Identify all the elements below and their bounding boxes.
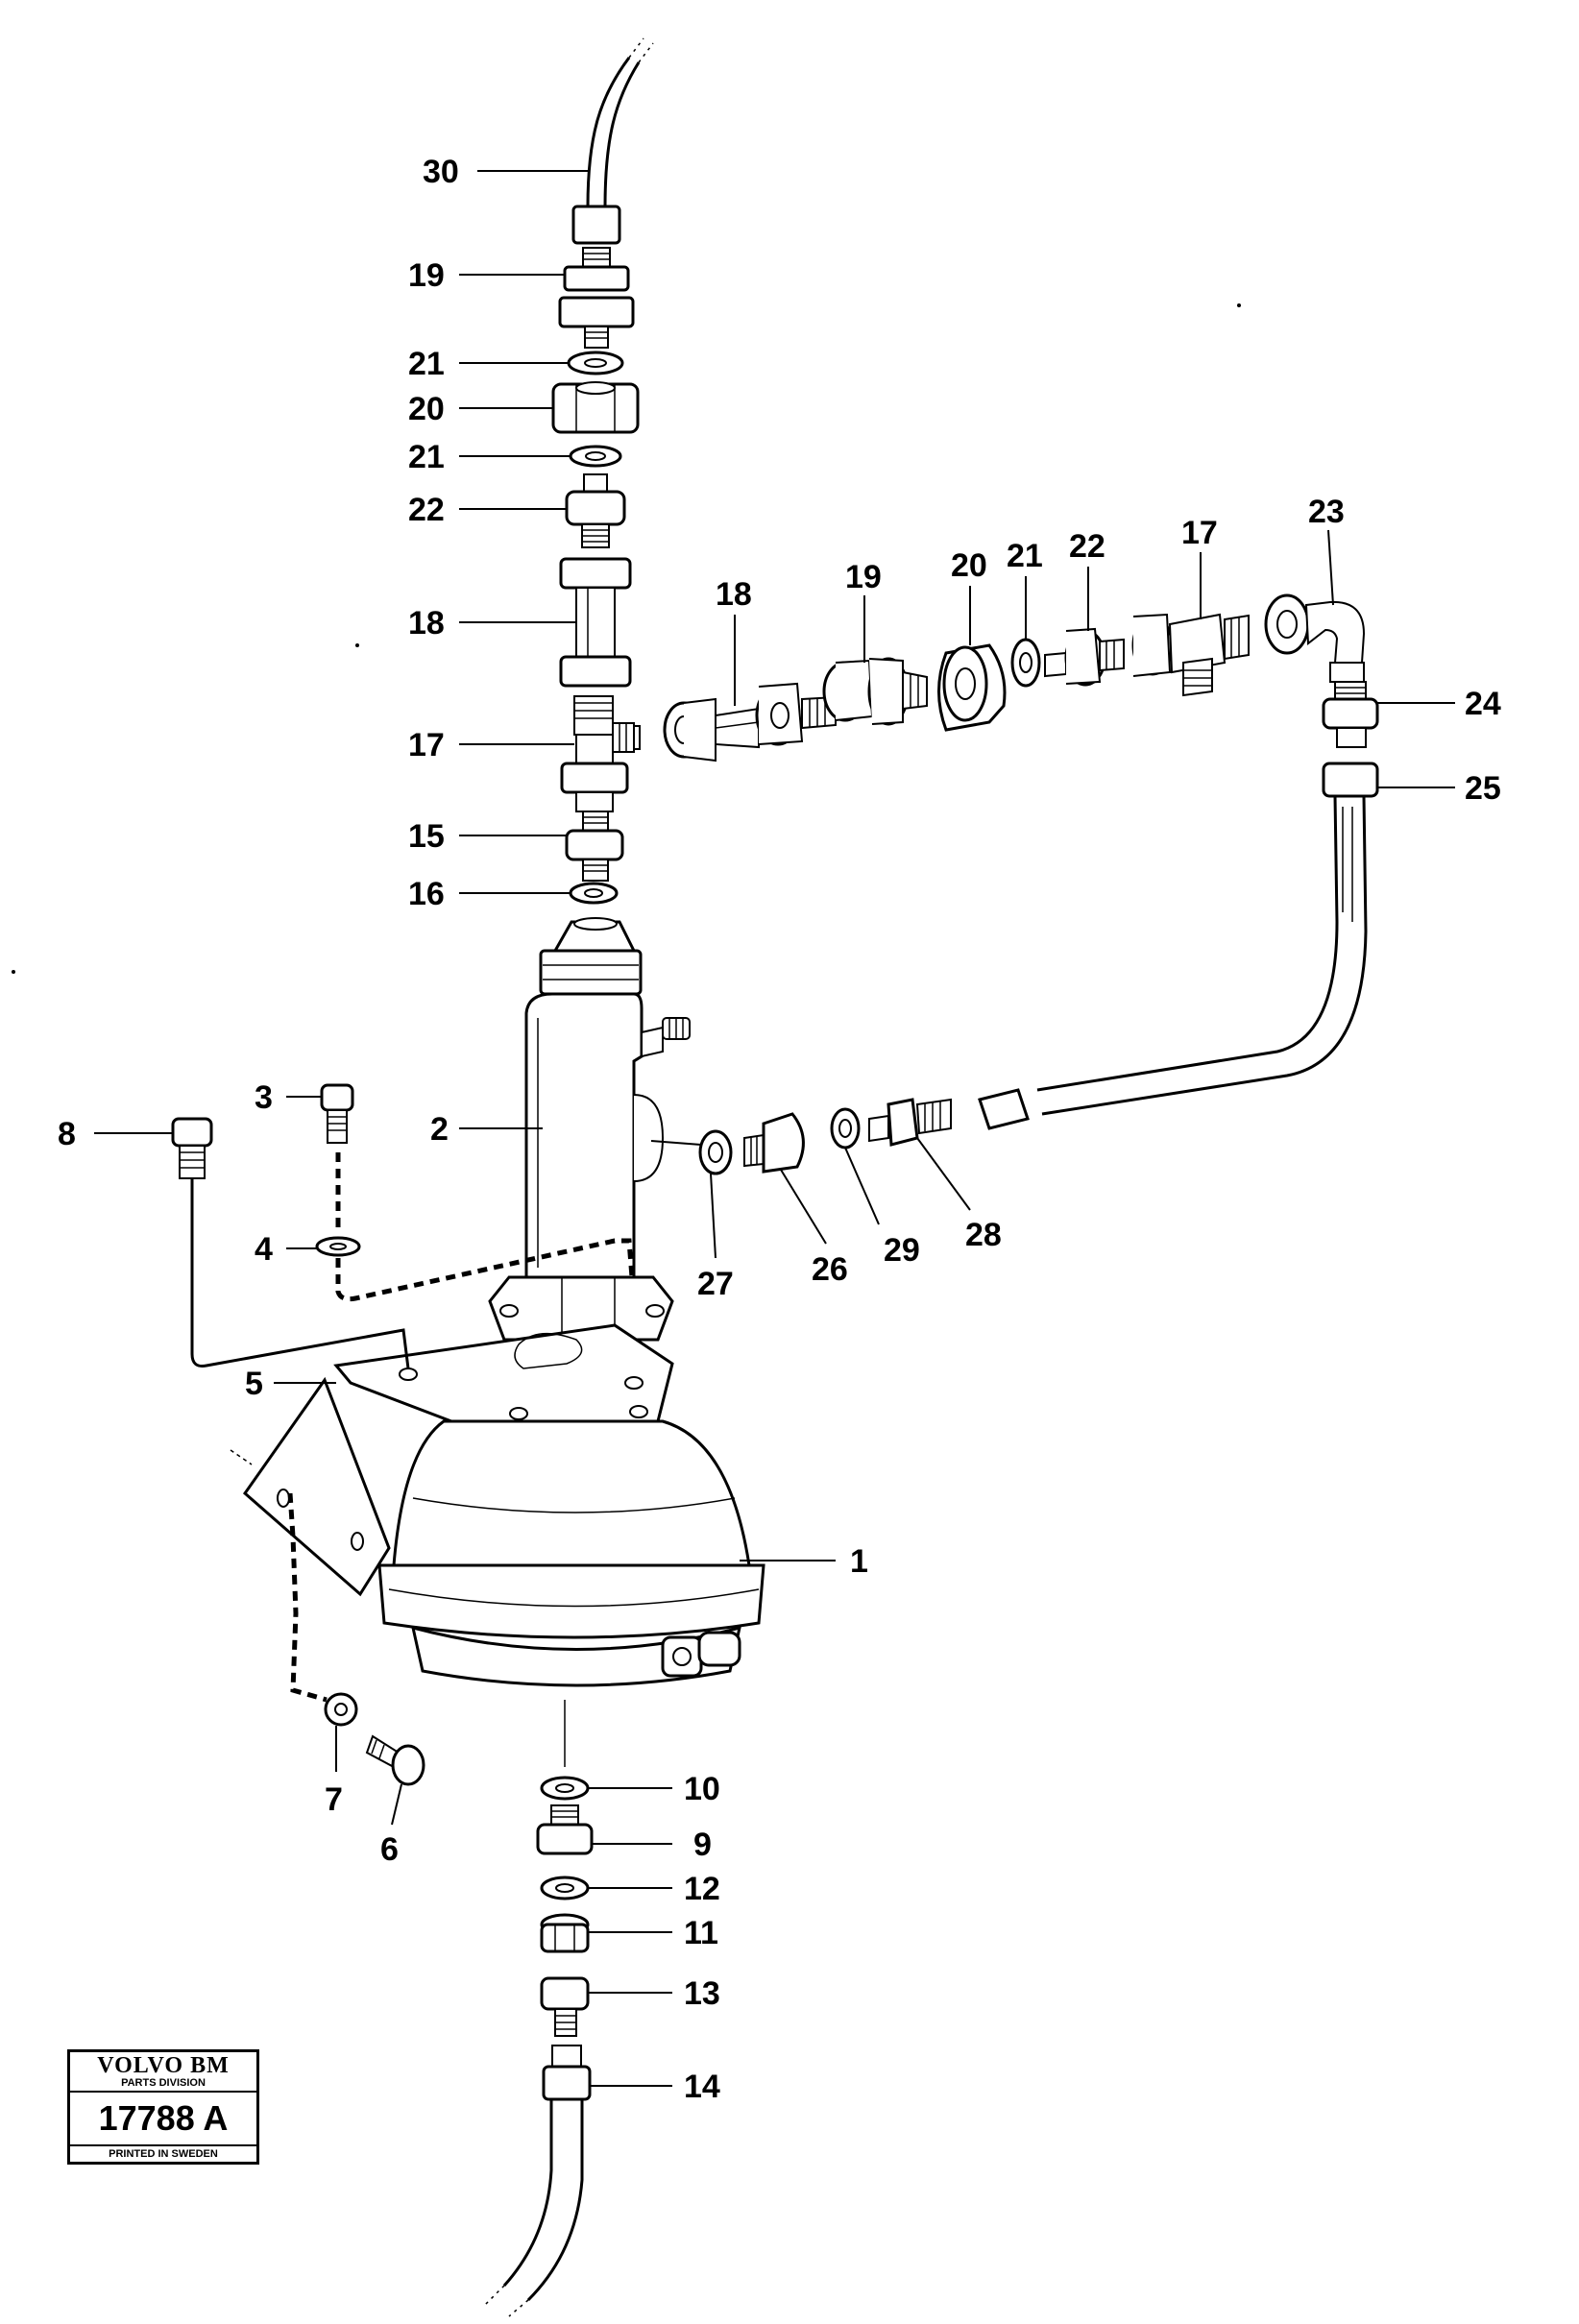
nipple-28 — [868, 1098, 952, 1147]
callout-19-vertical: 19 — [408, 257, 445, 294]
hose-14 — [484, 2045, 592, 2317]
pipe-18-vertical — [559, 557, 632, 688]
callout-10: 10 — [684, 1771, 720, 1807]
callout-5: 5 — [245, 1366, 263, 1402]
callout-20-vertical: 20 — [408, 391, 445, 427]
callout-4: 4 — [255, 1231, 273, 1268]
washer-16 — [569, 882, 619, 905]
callout-30: 30 — [423, 154, 459, 190]
callout-3: 3 — [255, 1079, 273, 1116]
brake-chamber-1 — [377, 1419, 765, 1687]
callout-14: 14 — [684, 2069, 720, 2105]
union-19-horizontal — [801, 657, 928, 730]
callout-26: 26 — [812, 1251, 848, 1288]
hose-nut-25 — [1322, 762, 1379, 798]
washer-29 — [830, 1107, 861, 1150]
callout-11: 11 — [684, 1915, 718, 1951]
bracket-5 — [230, 1323, 674, 1597]
callout-6: 6 — [380, 1831, 399, 1868]
nipple-24 — [1322, 681, 1379, 748]
scan-specks — [12, 303, 1241, 974]
nipple-22-horizontal — [1044, 627, 1125, 687]
callout-27: 27 — [697, 1266, 734, 1302]
elbow-23 — [1264, 593, 1366, 683]
callout-7: 7 — [325, 1781, 343, 1818]
volvo-bm-parts-badge: VOLVO BM PARTS DIVISION 17788 A PRINTED … — [67, 2049, 259, 2165]
callout-13: 13 — [684, 1975, 720, 2012]
washer-12 — [540, 1876, 590, 1900]
tee-17-vertical — [560, 695, 641, 812]
badge-division: PARTS DIVISION — [70, 2077, 256, 2093]
bolt-3 — [320, 1083, 354, 1144]
callout-21-horizontal: 21 — [1007, 538, 1043, 574]
washer-21-lower — [569, 445, 622, 468]
callout-9: 9 — [693, 1827, 712, 1863]
nipple-15 — [565, 811, 624, 882]
callout-20-horizontal: 20 — [951, 547, 987, 584]
hose-side — [978, 795, 1368, 1130]
callout-24: 24 — [1465, 686, 1501, 722]
callout-22-vertical: 22 — [408, 492, 445, 528]
badge-brand: VOLVO BM — [97, 2053, 230, 2078]
nut-20-horizontal — [937, 643, 1007, 732]
washer-4 — [315, 1236, 361, 1257]
nipple-13 — [540, 1976, 590, 2037]
tee-17-horizontal — [1131, 613, 1250, 697]
callout-21-lower: 21 — [408, 439, 445, 475]
washer-21-upper — [567, 351, 624, 375]
callout-18-vertical: 18 — [408, 605, 445, 642]
washer-10 — [540, 1776, 590, 1801]
cylinder-2 — [488, 917, 691, 1342]
callout-1: 1 — [850, 1543, 868, 1580]
callout-15: 15 — [408, 818, 445, 855]
callout-labels: 30 19 21 20 21 22 18 17 15 16 18 19 20 2… — [58, 154, 1501, 2105]
bolt-8 — [171, 1117, 410, 1369]
callout-25: 25 — [1465, 770, 1501, 807]
washer-7 — [324, 1692, 358, 1727]
callout-17-horizontal: 17 — [1181, 515, 1218, 551]
callout-12: 12 — [684, 1871, 720, 1907]
bolt-6 — [365, 1734, 425, 1786]
badge-drawing-number: 17788 A — [98, 2098, 229, 2138]
leader-lines — [94, 170, 1455, 2087]
nipple-22-vertical — [565, 473, 626, 548]
callout-17-vertical: 17 — [408, 727, 445, 763]
washer-27 — [698, 1129, 733, 1175]
dashed-line-bolt-6 — [287, 1492, 328, 1703]
callout-22-horizontal: 22 — [1069, 528, 1105, 565]
callout-23: 23 — [1308, 494, 1345, 530]
union-19-vertical — [558, 247, 635, 349]
dashed-line-bolt-3 — [335, 1152, 635, 1302]
plug-9 — [536, 1804, 594, 1855]
callout-16: 16 — [408, 876, 445, 912]
badge-printed-in: PRINTED IN SWEDEN — [70, 2144, 256, 2162]
pipe-18-horizontal — [663, 682, 804, 763]
washer-21-horizontal — [1010, 638, 1041, 688]
nut-20-vertical — [551, 381, 640, 434]
callout-21-upper: 21 — [408, 346, 445, 382]
callout-2: 2 — [430, 1111, 449, 1148]
nipple-26 — [743, 1112, 805, 1174]
callout-19-horizontal: 19 — [845, 559, 882, 595]
nut-11 — [540, 1913, 590, 1953]
callout-18-horizontal: 18 — [716, 576, 752, 613]
callout-8: 8 — [58, 1116, 76, 1152]
callout-28: 28 — [965, 1217, 1002, 1253]
callout-29: 29 — [884, 1232, 920, 1269]
hose-top — [571, 37, 654, 245]
